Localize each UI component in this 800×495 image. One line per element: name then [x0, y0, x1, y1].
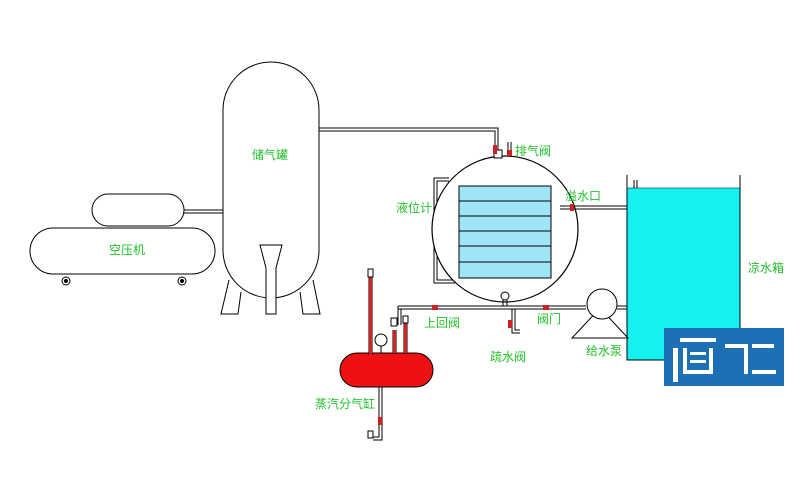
- upper-return-valve-label: 上回阀: [424, 316, 460, 330]
- gate-valve: [543, 305, 549, 310]
- pressure-gauge-icon: [374, 333, 388, 347]
- level-gauge-label: 液位计: [396, 200, 432, 215]
- compressor-body: [29, 227, 216, 275]
- exhaust-valve-label: 排气阀: [515, 143, 551, 158]
- cooling-tank-label: 凉水箱: [748, 260, 784, 275]
- autoclave-vessel: [431, 149, 579, 303]
- drain-valve-label: 疏水阀: [490, 349, 526, 364]
- product-basket: [458, 185, 552, 279]
- feed-pump: [570, 288, 630, 339]
- air-compressor: [29, 193, 216, 286]
- company-logo-icon: [664, 328, 784, 386]
- storage-tank: [220, 61, 321, 315]
- feed-pump-label: 给水泵: [586, 344, 622, 358]
- steam-header-label: 蒸汽分气缸: [315, 396, 375, 411]
- storage-tank-label: 储气罐: [252, 147, 288, 162]
- valve-label: 阀门: [537, 311, 561, 326]
- overflow-port-label: 溢水口: [565, 189, 601, 203]
- exhaust-valve: [493, 142, 512, 156]
- steam-header-body: [339, 352, 434, 388]
- pipe-tank-boiler: [319, 127, 499, 152]
- compressor-top-cylinder: [91, 193, 185, 227]
- drain-valve: [508, 320, 512, 328]
- upper-return-valve: [432, 305, 438, 310]
- compressor-label: 空压机: [109, 243, 145, 257]
- steam-header: [339, 268, 434, 441]
